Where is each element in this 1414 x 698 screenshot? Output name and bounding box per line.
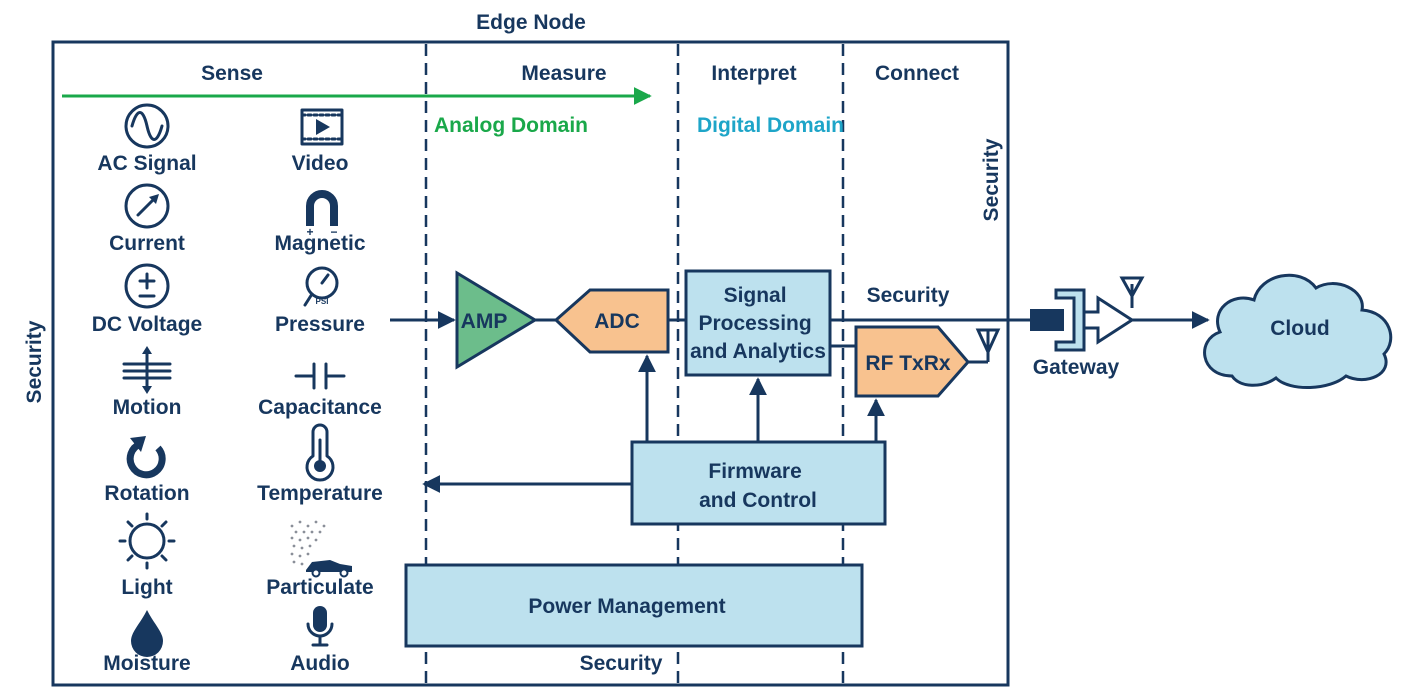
sensor-magnetic: + − Magnetic	[274, 190, 366, 255]
column-header-interpret: Interpret	[711, 62, 796, 85]
sensor-label: Pressure	[275, 313, 365, 336]
gateway-label: Gateway	[1033, 356, 1120, 379]
sensor-dc-voltage: DC Voltage	[92, 263, 202, 336]
adc-label: ADC	[594, 310, 640, 333]
sensor-label: Current	[109, 232, 185, 255]
sensor-capacitance: Capacitance	[258, 362, 382, 419]
film-play-icon	[300, 108, 344, 146]
cloud-label: Cloud	[1270, 317, 1329, 340]
cloud-icon	[1203, 273, 1393, 389]
firmware-control-block: Firmware and Control	[630, 440, 887, 526]
sensor-audio: Audio	[290, 606, 350, 675]
adc-block: ADC	[553, 288, 670, 354]
microphone-icon	[306, 606, 334, 647]
plus-minus-icon	[124, 263, 170, 309]
diagram-title: Edge Node	[476, 11, 586, 34]
magnet-icon: + −	[306, 190, 338, 239]
signal-processing-line: and Analytics	[690, 340, 826, 363]
sensor-temperature: Temperature	[257, 423, 383, 505]
signal-processing-line: Signal	[724, 284, 787, 307]
rf-txrx-label: RF TxRx	[865, 352, 951, 375]
sensor-label: Motion	[113, 396, 182, 419]
security-label-left: Security	[23, 320, 46, 403]
sensor-label: Video	[292, 152, 349, 175]
sensor-label: Magnetic	[274, 232, 365, 255]
column-header-measure: Measure	[521, 62, 606, 85]
sensor-video: Video	[292, 108, 349, 175]
security-label-link: Security	[867, 284, 950, 307]
sensor-label: Light	[121, 576, 172, 599]
column-header-connect: Connect	[875, 62, 959, 85]
rf-antenna-icon	[968, 328, 1001, 364]
ammeter-icon	[124, 183, 170, 229]
firmware-line: and Control	[699, 489, 817, 512]
gateway-icon	[1030, 276, 1145, 352]
sensor-particulate: Particulate	[266, 520, 374, 599]
security-label-right: Security	[980, 138, 1003, 221]
sine-wave-icon	[124, 103, 170, 149]
capacitor-icon	[294, 362, 346, 390]
security-label-bottom: Security	[580, 652, 663, 675]
sensor-label: Capacitance	[258, 396, 382, 419]
sensor-motion: Motion	[113, 346, 182, 419]
magnet-minus-label: −	[330, 225, 337, 239]
sensor-moisture: Moisture	[103, 610, 191, 675]
amp-block: AMP	[455, 270, 538, 370]
firmware-label: Firmware and Control	[699, 460, 817, 512]
psi-label: PSI	[316, 297, 329, 306]
digital-domain-label: Digital Domain	[697, 114, 844, 137]
column-header-sense: Sense	[201, 62, 263, 85]
amp-label: AMP	[461, 310, 508, 333]
sensor-current: Current	[109, 183, 185, 255]
signal-processing-block: Signal Processing and Analytics	[684, 269, 832, 377]
sensor-light: Light	[118, 512, 176, 599]
water-drop-icon	[131, 610, 163, 657]
sun-icon	[118, 512, 176, 570]
sensor-label: Rotation	[104, 482, 189, 505]
power-management-label: Power Management	[528, 595, 725, 618]
sensor-rotation: Rotation	[104, 436, 190, 505]
analog-domain-label: Analog Domain	[434, 114, 588, 137]
sensor-label: DC Voltage	[92, 313, 202, 336]
magnet-plus-label: +	[306, 225, 313, 239]
signal-processing-line: Processing	[698, 312, 811, 335]
car-dust-icon	[290, 520, 352, 578]
sensor-label: AC Signal	[97, 152, 196, 175]
sensor-ac-signal: AC Signal	[97, 103, 197, 175]
firmware-line: Firmware	[708, 460, 801, 483]
thermometer-icon	[305, 423, 335, 482]
sensor-label: Particulate	[266, 576, 373, 599]
sensor-pressure: PSI Pressure	[275, 266, 365, 336]
motion-arrows-icon	[122, 346, 172, 394]
sensor-label: Audio	[290, 652, 349, 675]
rf-txrx-block: RF TxRx	[854, 325, 970, 398]
sensor-label: Moisture	[103, 652, 191, 675]
signal-processing-label: Signal Processing and Analytics	[690, 284, 826, 363]
edge-node-frame	[51, 40, 1010, 687]
power-management-block: Power Management	[404, 563, 864, 648]
pressure-gauge-icon: PSI	[303, 266, 339, 307]
sensor-label: Temperature	[257, 482, 383, 505]
rotation-arrow-icon	[126, 436, 166, 479]
